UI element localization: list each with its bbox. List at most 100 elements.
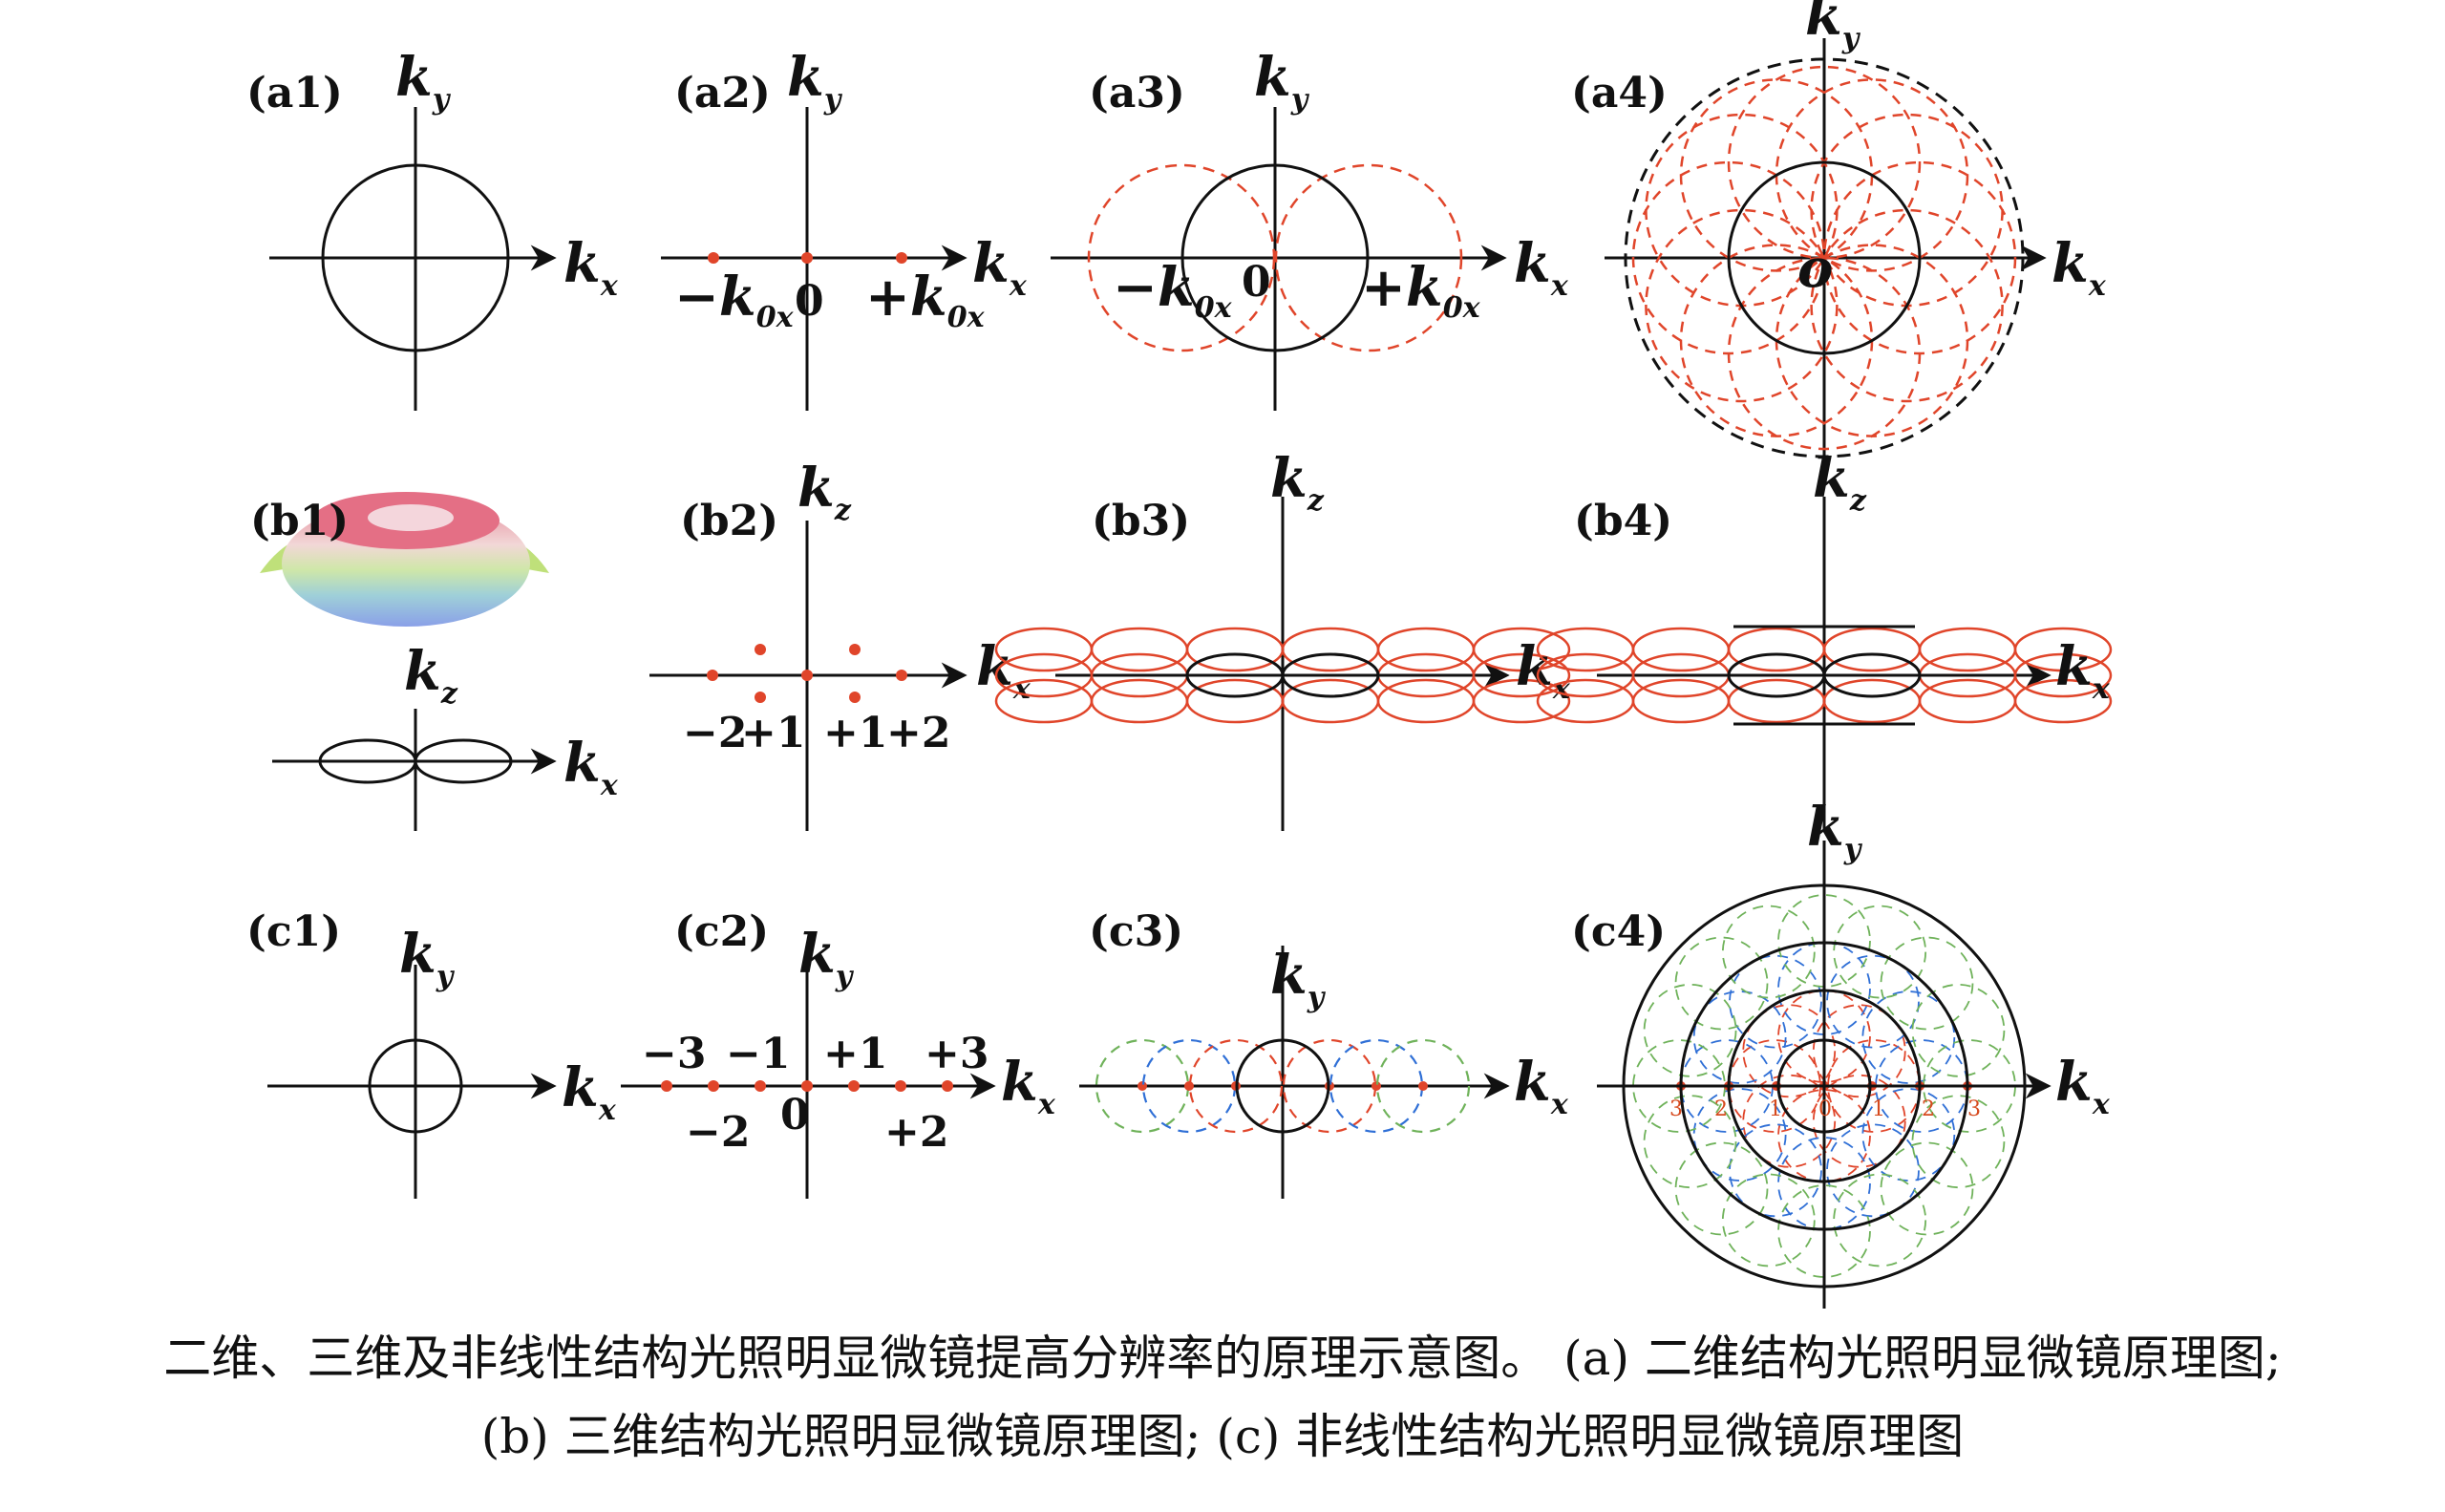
harmonic-ring-circle bbox=[1861, 990, 1956, 1084]
shifted-otf-ellipse bbox=[1376, 678, 1476, 724]
shifted-otf-ellipse bbox=[1185, 678, 1285, 724]
panel-label-b4: (b4) bbox=[1574, 497, 1672, 545]
harmonic-ring-circle bbox=[1880, 936, 1974, 1031]
harmonic-ring-circle bbox=[1911, 1095, 2006, 1189]
svg-text:2: 2 bbox=[1714, 1097, 1728, 1121]
shifted-otf-ellipse bbox=[1281, 627, 1380, 672]
svg-text:kx: kx bbox=[563, 232, 619, 303]
harmonic-ring-circle bbox=[1911, 983, 2006, 1077]
shifted-otf-ellipse bbox=[2013, 678, 2113, 724]
svg-text:kz: kz bbox=[1813, 447, 1867, 518]
shifted-otf-ellipse bbox=[1376, 627, 1476, 672]
svg-text:kx: kx bbox=[1514, 232, 1569, 303]
panel-a1: (a1) ky kx bbox=[246, 46, 619, 411]
svg-text:ky: ky bbox=[1254, 46, 1310, 117]
harmonic-ring-circle bbox=[1826, 1123, 1920, 1218]
harmonic-ring-circle bbox=[1729, 954, 1822, 1049]
shifted-otf-ellipse bbox=[1631, 678, 1731, 724]
harmonic-ring-circle bbox=[1861, 1088, 1956, 1182]
svg-text:+k0x: +k0x bbox=[865, 266, 986, 334]
svg-text:+k0x: +k0x bbox=[1361, 256, 1481, 325]
harmonic-ring-circle bbox=[1777, 1089, 1871, 1182]
harmonic-ring-circle bbox=[1692, 1088, 1787, 1182]
harmonic-order-dot bbox=[1418, 1081, 1428, 1091]
svg-text:ky: ky bbox=[1805, 0, 1861, 55]
svg-text:ky: ky bbox=[1807, 796, 1863, 866]
svg-text:−3: −3 bbox=[642, 1030, 706, 1078]
pupil-circle bbox=[321, 163, 510, 352]
figure-caption-line-2: (b) 三维结构光照明显微镜原理图; (c) 非线性结构光照明显微镜原理图 bbox=[480, 1409, 1965, 1464]
harmonic-ring-circle bbox=[1692, 990, 1787, 1084]
harmonic-ring-circle bbox=[1777, 1184, 1871, 1278]
panel-c4: (c4) ky kx 3 2 1 0 1 2 3 bbox=[1571, 796, 2111, 1309]
svg-text:−1: −1 bbox=[726, 1030, 790, 1078]
panel-b3: (b3) kz kx bbox=[994, 447, 1571, 831]
svg-text:kx: kx bbox=[1001, 1051, 1056, 1121]
harmonic-order-dot bbox=[1137, 1081, 1147, 1091]
svg-text:kz: kz bbox=[1270, 447, 1325, 518]
harmonic-ring-circle bbox=[1826, 954, 1920, 1049]
svg-text:kx: kx bbox=[1516, 635, 1571, 706]
panel-b2: (b2) kz kx −2 +1 +1 +2 bbox=[649, 457, 1031, 831]
svg-text:kx: kx bbox=[2055, 1051, 2111, 1121]
svg-text:−k0x: −k0x bbox=[1113, 256, 1233, 325]
shifted-otf-ellipse bbox=[994, 678, 1094, 724]
svg-text:1: 1 bbox=[1769, 1097, 1782, 1121]
shifted-otf-ellipse bbox=[2013, 627, 2113, 672]
svg-text:kx: kx bbox=[2055, 635, 2111, 706]
harmonic-ring-circle bbox=[1812, 1074, 1906, 1168]
panel-label-a2: (a2) bbox=[674, 69, 771, 117]
shifted-otf-ellipse bbox=[2013, 652, 2113, 698]
otf-torus-3d bbox=[260, 492, 549, 627]
svg-text:0: 0 bbox=[780, 1091, 810, 1139]
svg-text:+1: +1 bbox=[741, 709, 805, 757]
svg-text:3: 3 bbox=[1967, 1097, 1981, 1121]
panel-b1: (b1) kz kx bbox=[250, 492, 619, 831]
harmonic-ring-circle bbox=[1833, 1173, 1927, 1267]
svg-text:0: 0 bbox=[795, 277, 824, 326]
shifted-otf-ellipse bbox=[1631, 627, 1731, 672]
harmonic-order-dot bbox=[1371, 1081, 1381, 1091]
shifted-otf-ellipse bbox=[1472, 678, 1571, 724]
svg-text:ky: ky bbox=[798, 923, 855, 993]
svg-text:0: 0 bbox=[1242, 258, 1271, 307]
panel-label-c4: (c4) bbox=[1571, 907, 1666, 956]
svg-text:kz: kz bbox=[404, 640, 458, 711]
svg-text:kx: kx bbox=[562, 1056, 617, 1127]
panel-c1: (c1) ky kx bbox=[246, 907, 617, 1199]
svg-text:+1: +1 bbox=[823, 1030, 887, 1078]
harmonic-ring-circle bbox=[1721, 905, 1816, 999]
panel-a3: (a3) ky kx −k0x 0 +k0x bbox=[1051, 46, 1569, 411]
harmonic-ring-circle bbox=[1812, 1004, 1906, 1098]
panel-label-b2: (b2) bbox=[680, 497, 778, 545]
panel-label-c2: (c2) bbox=[674, 907, 769, 956]
svg-text:2: 2 bbox=[1922, 1097, 1935, 1121]
harmonic-ring-circle bbox=[1729, 1123, 1822, 1218]
shifted-otf-ellipse bbox=[1822, 678, 1922, 724]
harmonic-ring-circle bbox=[1880, 1141, 1974, 1236]
shifted-otf-ellipse bbox=[1185, 627, 1285, 672]
harmonic-ring-circle bbox=[1777, 942, 1871, 1035]
rotated-pupil-circle bbox=[1645, 208, 1839, 403]
shifted-otf-ellipse bbox=[1918, 678, 2017, 724]
svg-text:+3: +3 bbox=[925, 1030, 989, 1078]
shifted-otf-ellipse bbox=[1281, 678, 1380, 724]
panel-c2: (c2) ky kx −3 −1 +1 +3 −2 0 +2 bbox=[621, 907, 1056, 1199]
harmonic-ring-circle bbox=[1643, 1095, 1737, 1189]
harmonic-pupil-circle bbox=[1375, 1038, 1471, 1134]
svg-text:ky: ky bbox=[1270, 944, 1327, 1014]
svg-text:ky: ky bbox=[395, 46, 452, 117]
harmonic-pupil-circle bbox=[1188, 1038, 1284, 1134]
svg-text:0: 0 bbox=[1818, 1097, 1832, 1121]
panel-label-c3: (c3) bbox=[1089, 907, 1183, 956]
harmonic-ring-circle bbox=[1742, 1074, 1837, 1168]
svg-text:−2: −2 bbox=[686, 1108, 750, 1157]
harmonic-ring-circle bbox=[1721, 1173, 1816, 1267]
shifted-otf-ellipse bbox=[1472, 627, 1571, 672]
svg-text:ky: ky bbox=[399, 923, 456, 993]
svg-text:1: 1 bbox=[1872, 1097, 1885, 1121]
harmonic-pupil-copies bbox=[1095, 1038, 1471, 1134]
shifted-otf-ellipse bbox=[1090, 627, 1189, 672]
panel-label-a3: (a3) bbox=[1089, 69, 1185, 117]
